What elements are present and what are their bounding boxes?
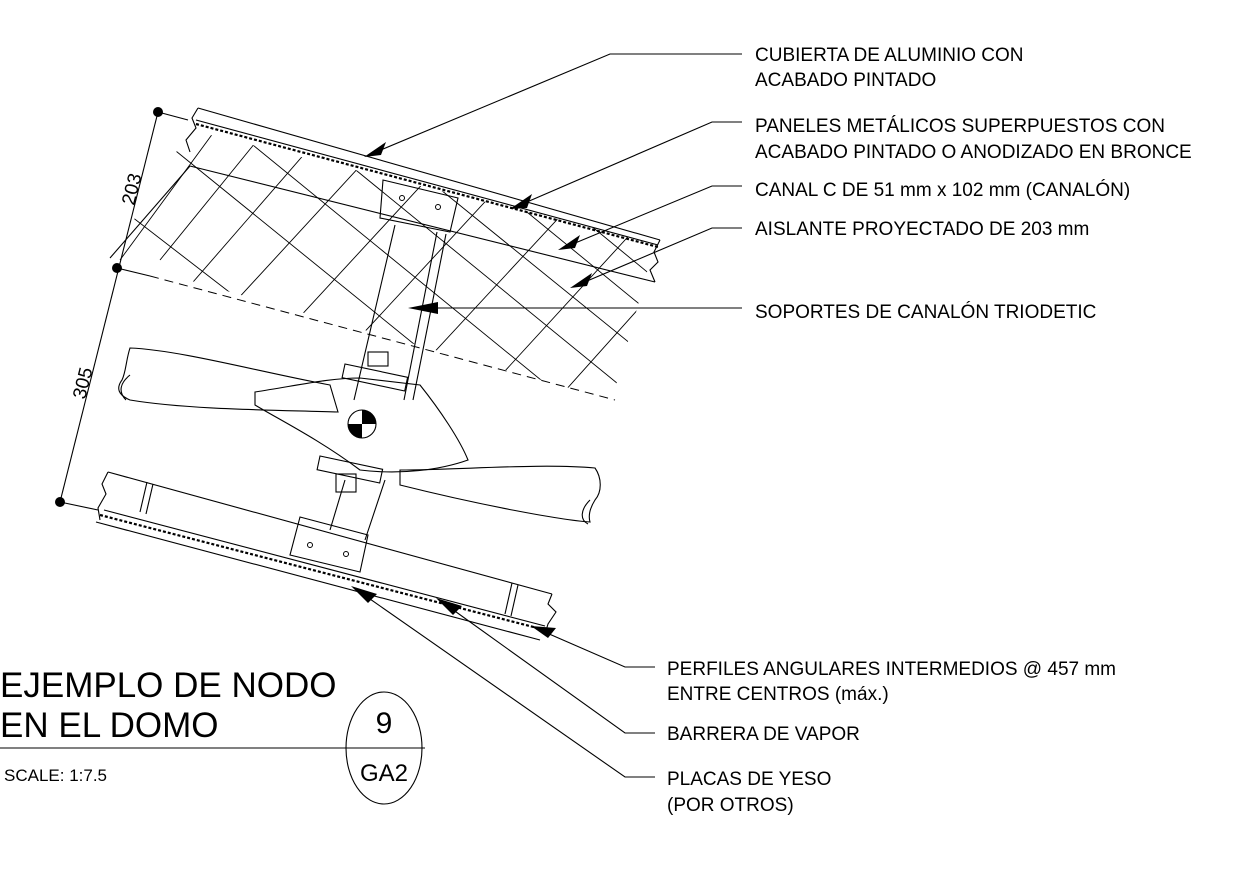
labels-top: CUBIERTA DE ALUMINIO CON ACABADO PINTADO… — [755, 45, 1192, 323]
label-vapor-barrier: BARRERA DE VAPOR — [667, 724, 860, 745]
detail-title-line2: EN EL DOMO — [0, 706, 218, 745]
roof-cladding — [185, 107, 661, 283]
label-angle-profiles-2: ENTRE CENTROS (máx.) — [667, 684, 889, 705]
label-angle-profiles: PERFILES ANGULARES INTERMEDIOS @ 457 mm — [667, 659, 1116, 680]
label-insulation: AISLANTE PROYECTADO DE 203 mm — [755, 219, 1089, 240]
dimension-lines — [55, 107, 189, 511]
label-aluminum-cover-2: ACABADO PINTADO — [755, 70, 936, 91]
detail-callout-bubble — [345, 691, 423, 805]
detail-title-line1: EJEMPLO DE NODO — [0, 666, 336, 705]
label-aluminum-cover: CUBIERTA DE ALUMINIO CON — [755, 45, 1024, 66]
labels-bottom: PERFILES ANGULARES INTERMEDIOS @ 457 mm … — [667, 659, 1116, 816]
title-block: EJEMPLO DE NODO EN EL DOMO SCALE: 1:7.5 … — [0, 666, 425, 805]
gutter-support-post — [289, 179, 459, 573]
label-gutter-supports: SOPORTES DE CANALÓN TRIODETIC — [755, 301, 1096, 323]
leader-lines — [351, 53, 742, 778]
detail-number: 9 — [376, 707, 393, 740]
sheet-number: GA2 — [360, 760, 408, 787]
ceiling-assembly — [95, 471, 557, 641]
label-gypsum-boards-2: (POR OTROS) — [667, 795, 794, 816]
label-metal-panels: PANELES METÁLICOS SUPERPUESTOS CON — [755, 116, 1165, 137]
triodetic-node-hub — [118, 347, 601, 525]
label-metal-panels-2: ACABADO PINTADO O ANODIZADO EN BRONCE — [755, 142, 1192, 163]
insulation-edges — [109, 165, 616, 401]
dimension-upper: 203 — [118, 171, 146, 207]
label-gypsum-boards: PLACAS DE YESO — [667, 769, 831, 790]
detail-scale: SCALE: 1:7.5 — [4, 766, 107, 785]
dimension-lower: 305 — [69, 365, 97, 401]
label-c-channel: CANAL C DE 51 mm x 102 mm (CANALÓN) — [755, 179, 1130, 201]
